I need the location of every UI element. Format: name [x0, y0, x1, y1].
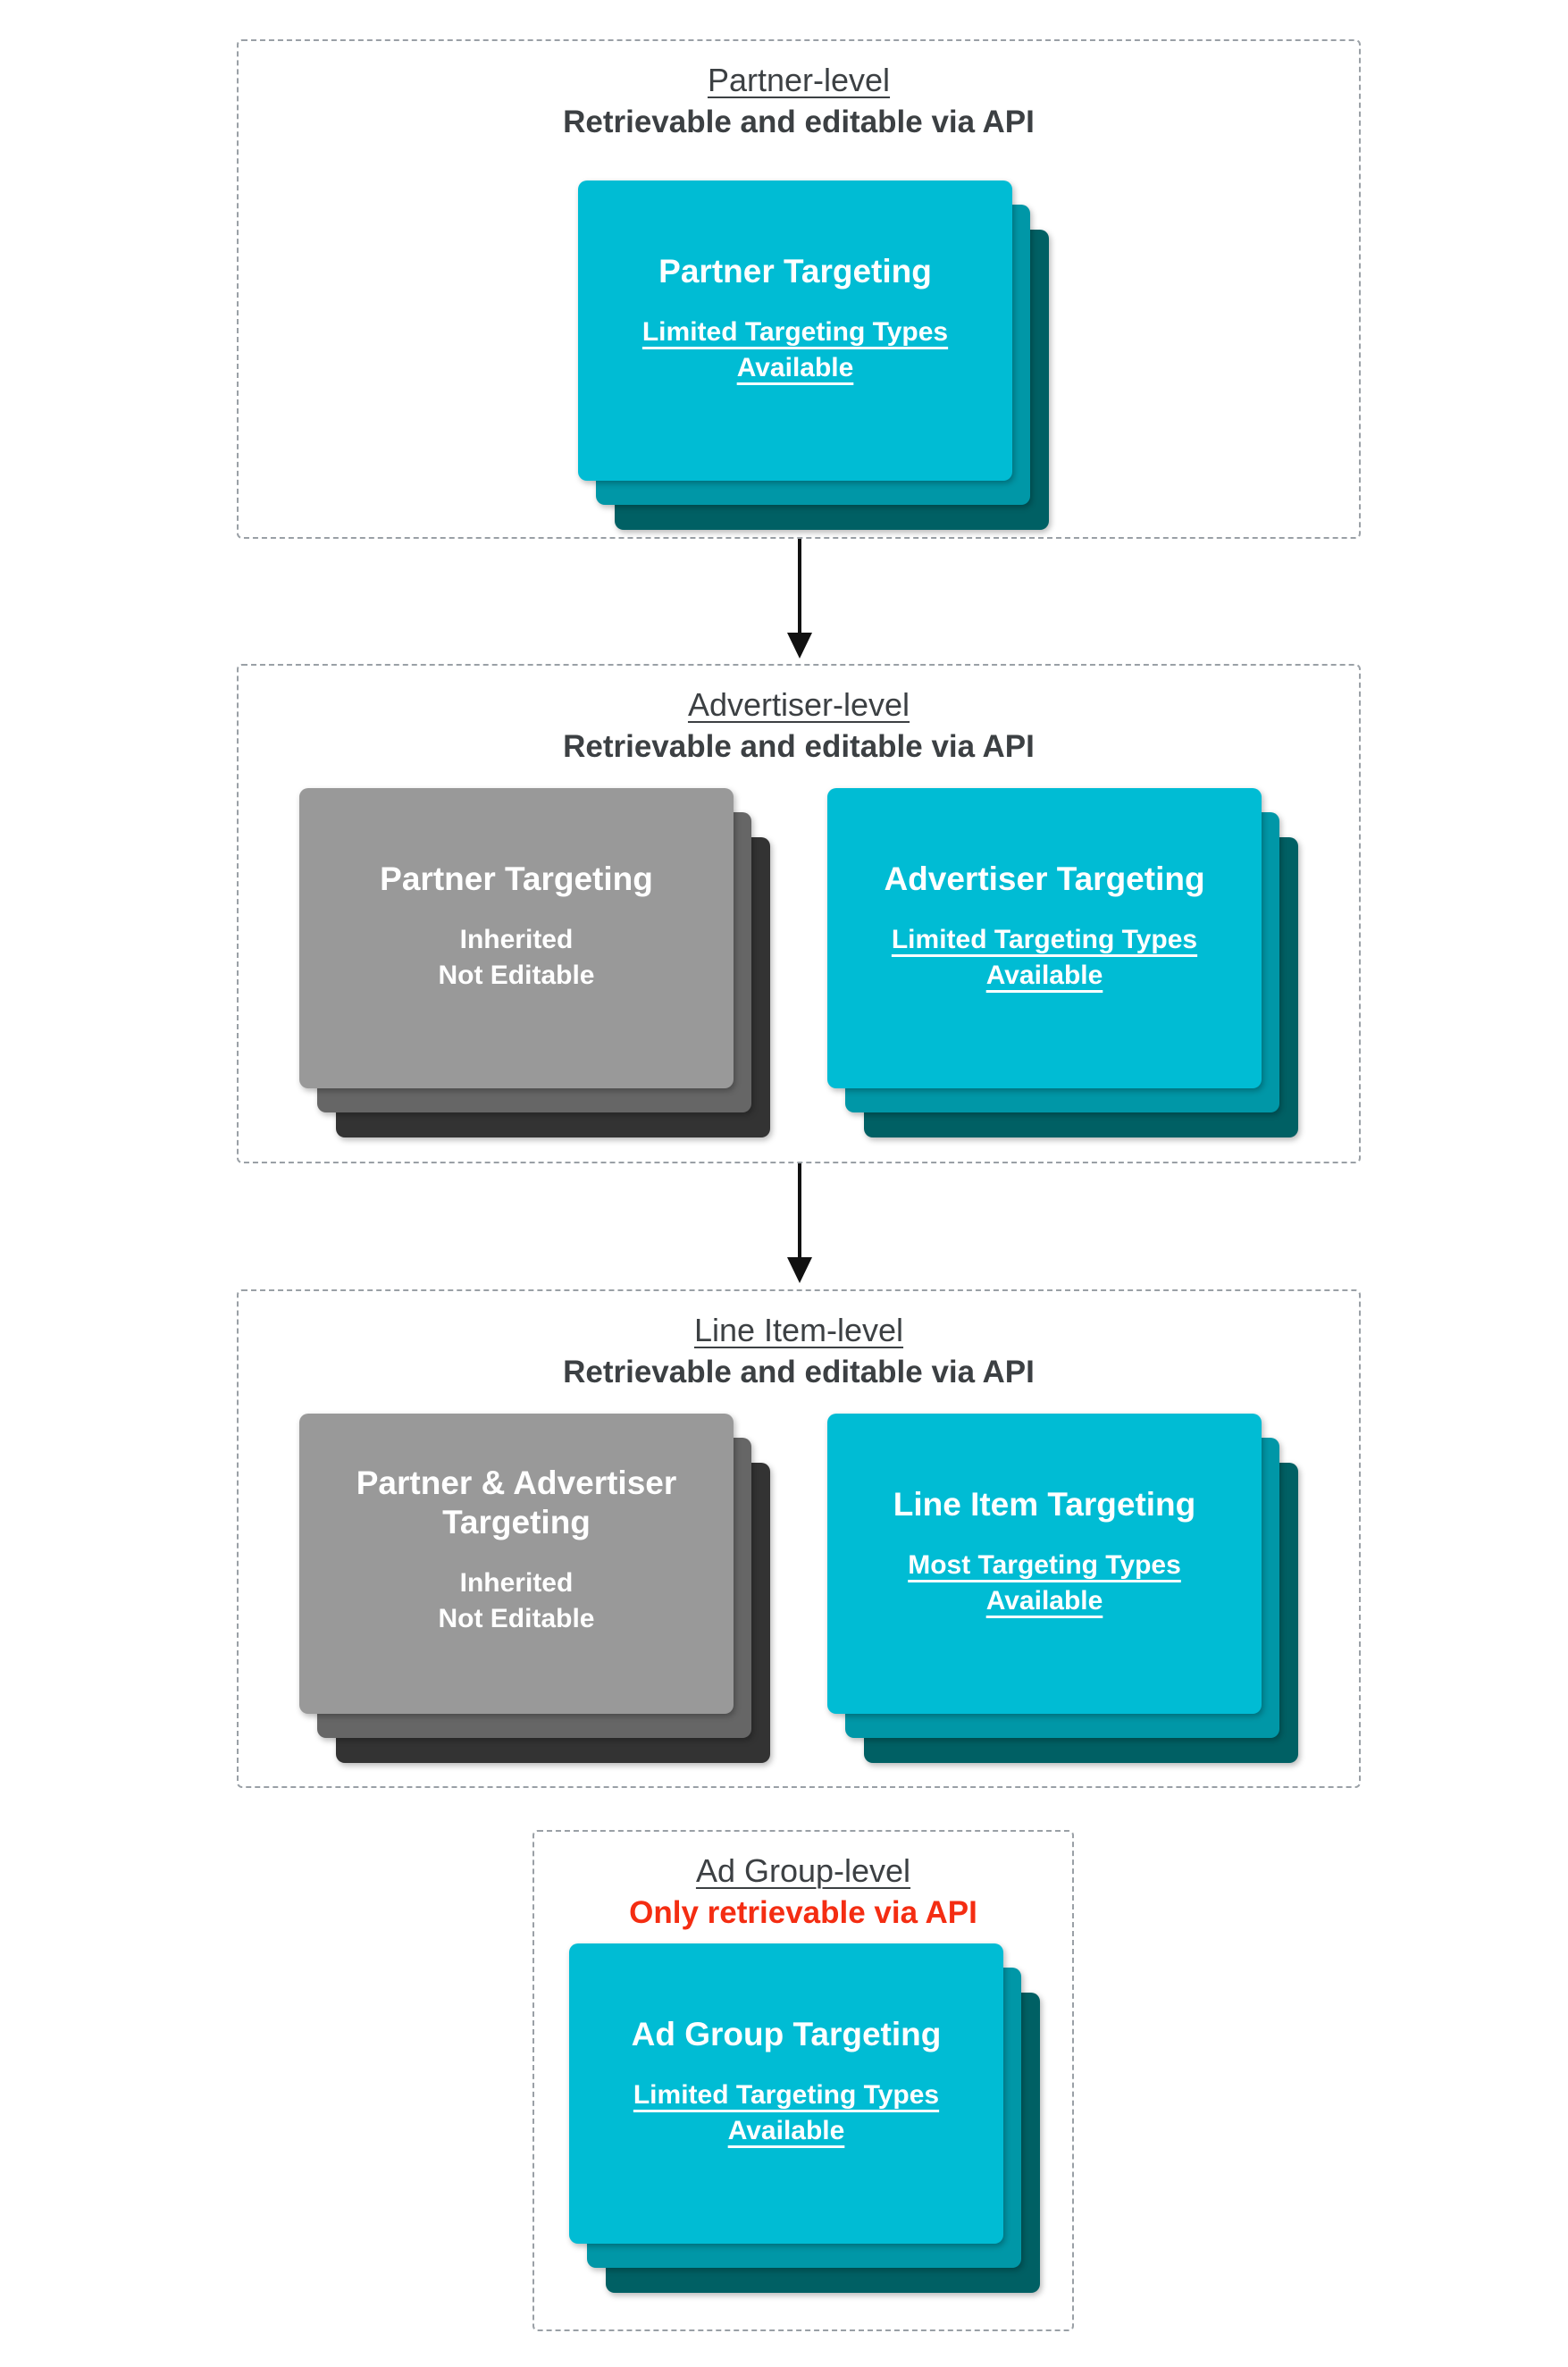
card-title: Line Item Targeting	[893, 1486, 1196, 1523]
card-title: Partner Targeting	[380, 860, 653, 897]
section-header: Ad Group-level Only retrievable via API	[534, 1832, 1072, 1934]
section-line-item-level: Line Item-level Retrievable and editable…	[237, 1289, 1361, 1788]
card-stack-partner-targeting: Partner Targeting Limited Targeting Type…	[578, 180, 1049, 530]
card-stack-line-item-targeting: Line Item Targeting Most Targeting Types…	[827, 1414, 1298, 1763]
card-body-line: Inherited	[459, 1568, 574, 1598]
card-stack-partner-advertiser-targeting: Partner & Advertiser Targeting Inherited…	[299, 1414, 770, 1763]
card-stack-partner-targeting-inherited: Partner Targeting Inherited Not Editable	[299, 788, 770, 1137]
section-header: Line Item-level Retrievable and editable…	[239, 1291, 1359, 1393]
arrow-down-icon	[787, 633, 812, 659]
section-title: Partner-level	[707, 62, 891, 98]
arrow-line	[798, 1163, 801, 1257]
card-stack-advertiser-targeting: Advertiser Targeting Limited Targeting T…	[827, 788, 1298, 1137]
section-title: Line Item-level	[693, 1312, 904, 1348]
arrow-down-icon	[787, 1257, 812, 1283]
card-subtitle: Most Targeting Types Available	[908, 1550, 1181, 1616]
section-subtitle: Retrievable and editable via API	[563, 729, 1035, 764]
section-subtitle: Retrievable and editable via API	[563, 1355, 1035, 1389]
card-title: Advertiser Targeting	[884, 860, 1205, 897]
card-body-line: Not Editable	[438, 1604, 595, 1633]
card-layer-front: Partner Targeting Limited Targeting Type…	[578, 180, 1012, 481]
arrow-line	[798, 539, 801, 633]
section-title: Advertiser-level	[687, 686, 910, 723]
card-subtitle: Limited Targeting Types Available	[891, 925, 1198, 990]
card-title: Partner & Advertiser Targeting	[356, 1465, 677, 1540]
card-title: Partner Targeting	[658, 253, 932, 290]
section-subtitle: Only retrievable via API	[629, 1895, 977, 1930]
card-subtitle: Limited Targeting Types Available	[641, 317, 949, 382]
section-ad-group-level: Ad Group-level Only retrievable via API …	[532, 1830, 1074, 2331]
section-subtitle: Retrievable and editable via API	[563, 105, 1035, 139]
card-layer-front: Line Item Targeting Most Targeting Types…	[827, 1414, 1262, 1714]
card-layer-front: Partner & Advertiser Targeting Inherited…	[299, 1414, 734, 1714]
card-layer-front: Ad Group Targeting Limited Targeting Typ…	[569, 1943, 1003, 2244]
section-header: Advertiser-level Retrievable and editabl…	[239, 666, 1359, 768]
card-subtitle: Limited Targeting Types Available	[633, 2080, 940, 2145]
section-header: Partner-level Retrievable and editable v…	[239, 41, 1359, 143]
section-title: Ad Group-level	[695, 1852, 911, 1889]
section-partner-level: Partner-level Retrievable and editable v…	[237, 39, 1361, 539]
card-layer-front: Partner Targeting Inherited Not Editable	[299, 788, 734, 1088]
card-body-line: Not Editable	[438, 961, 595, 990]
card-stack-ad-group-targeting: Ad Group Targeting Limited Targeting Typ…	[569, 1943, 1040, 2293]
card-body: Inherited Not Editable	[438, 922, 594, 994]
section-advertiser-level: Advertiser-level Retrievable and editabl…	[237, 664, 1361, 1163]
card-layer-front: Advertiser Targeting Limited Targeting T…	[827, 788, 1262, 1088]
card-body-line: Inherited	[459, 925, 574, 954]
card-body: Inherited Not Editable	[438, 1565, 594, 1637]
card-title: Ad Group Targeting	[631, 2016, 942, 2052]
